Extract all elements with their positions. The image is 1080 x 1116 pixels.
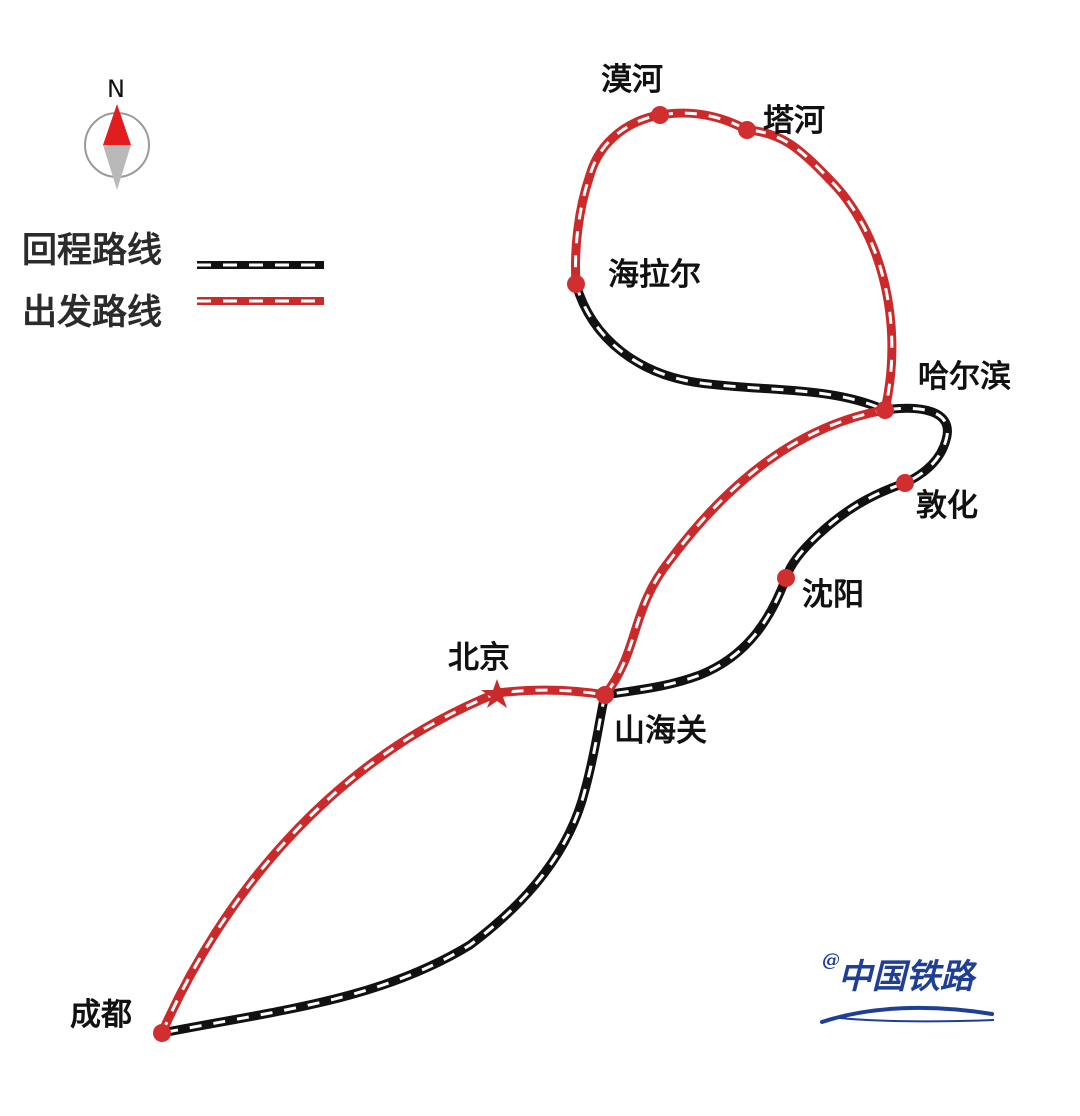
compass-needle-north — [103, 104, 131, 145]
station-dot-icon — [896, 474, 914, 492]
station-label-tahe: 塔河 — [763, 103, 825, 139]
station-dot-icon — [596, 686, 614, 704]
station-dot-icon — [876, 401, 894, 419]
station-mohe: 漠河 — [601, 62, 669, 124]
compass-needle-south — [103, 145, 131, 190]
station-label-harbin: 哈尔滨 — [918, 359, 1011, 395]
station-harbin: 哈尔滨 — [876, 359, 1011, 419]
station-label-beijing: 北京 — [448, 640, 510, 676]
watermark-at: @ — [822, 950, 840, 971]
station-dot-icon — [153, 1024, 171, 1042]
station-dot-icon — [777, 569, 795, 587]
station-hailar: 海拉尔 — [567, 257, 701, 293]
station-dot-icon — [567, 275, 585, 293]
watermark-text: 中国铁路 — [838, 957, 978, 997]
station-chengdu: 成都 — [70, 997, 171, 1042]
return-route — [157, 279, 952, 1038]
legend-outbound-label: 出发路线 — [22, 293, 162, 333]
star-icon — [481, 679, 513, 708]
station-label-shenyang: 沈阳 — [802, 577, 864, 613]
station-dot-icon — [651, 106, 669, 124]
station-label-mohe: 漠河 — [601, 62, 663, 98]
compass-north-label: N — [107, 75, 125, 103]
station-label-dunhua: 敦化 — [916, 488, 978, 524]
station-beijing: 北京 — [448, 640, 513, 708]
station-shenyang: 沈阳 — [777, 569, 864, 613]
station-tahe: 塔河 — [738, 103, 825, 139]
station-dot-icon — [738, 121, 756, 139]
legend-return-label: 回程路线 — [22, 231, 162, 271]
return-route-line — [157, 279, 952, 1038]
watermark-swoosh-top — [820, 1005, 994, 1024]
watermark-logo: @ 中国铁路 — [820, 950, 995, 1024]
station-dunhua: 敦化 — [896, 474, 978, 524]
station-shanhaiguan: 山海关 — [596, 686, 707, 749]
watermark-swoosh-bottom — [839, 1017, 995, 1023]
legend: 回程路线 出发路线 — [22, 231, 324, 333]
station-label-hailar: 海拉尔 — [608, 257, 701, 293]
stations: 漠河 塔河 海拉尔 哈尔滨 敦化 沈阳 北京 山海关 — [70, 62, 1011, 1042]
station-label-shanhaiguan: 山海关 — [614, 713, 707, 749]
compass-icon: N — [84, 75, 150, 190]
station-label-chengdu: 成都 — [70, 997, 132, 1033]
